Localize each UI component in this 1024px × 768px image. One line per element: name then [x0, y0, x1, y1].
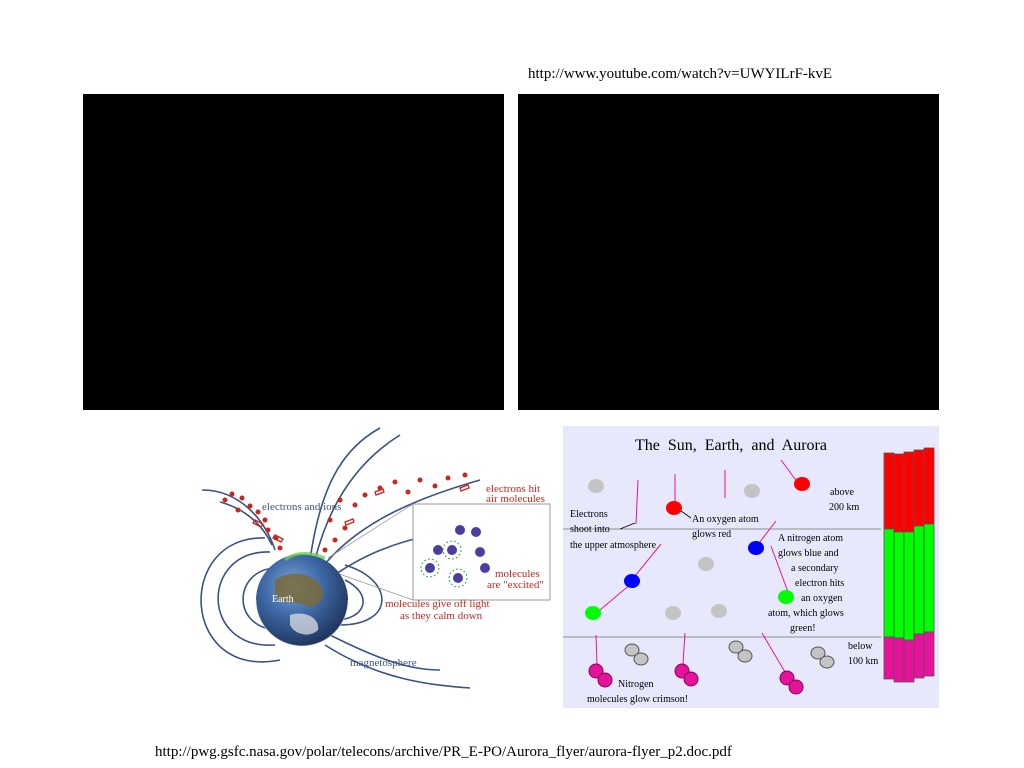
nitrogen-molecules: [588, 663, 804, 695]
label-nitrogen-a2: glows blue and: [778, 548, 839, 559]
label-nitrogen-c2: molecules glow crimson!: [587, 694, 688, 705]
magnetosphere-diagram: electrons and ions electrons hit air mol…: [200, 427, 551, 689]
youtube-link[interactable]: http://www.youtube.com/watch?v=UWYILrF-k…: [528, 66, 833, 82]
oxygen-atom-red: [666, 501, 682, 515]
label-nitrogen-a1: A nitrogen atom: [778, 533, 843, 544]
label-below-2: 100 km: [848, 656, 879, 667]
label-earth: Earth: [272, 594, 294, 605]
label-electrons-ions: electrons and ions: [262, 501, 341, 513]
oxygen-atom-green: [585, 606, 601, 620]
video-embed-right[interactable]: [518, 94, 939, 410]
label-nitrogen-a6: atom, which glows: [768, 608, 844, 619]
aurora-diagram: The Sun, Earth, and Aurora: [563, 426, 939, 708]
label-nitrogen-a3: a secondary: [791, 563, 838, 574]
label-give-off-light-2: as they calm down: [400, 610, 483, 622]
oxygen-atom-green: [778, 590, 794, 604]
label-below-1: below: [848, 641, 873, 652]
nasa-pdf-link[interactable]: http://pwg.gsfc.nasa.gov/polar/telecons/…: [155, 744, 732, 760]
label-give-off-light-1: molecules give off light: [385, 598, 490, 610]
aurora-title: The Sun, Earth, and Aurora: [635, 437, 827, 454]
label-electrons-3: the upper atmosphere: [570, 540, 657, 551]
label-nitrogen-a4: electron hits: [795, 578, 844, 589]
label-electrons-1: Electrons: [570, 509, 608, 520]
label-nitrogen-a7: green!: [790, 623, 816, 634]
label-magnetosphere: magnetosphere: [350, 657, 417, 669]
nitrogen-atom-blue: [748, 541, 764, 555]
oxygen-atom-red: [794, 477, 810, 491]
aurora-panel-bg: [563, 426, 939, 708]
label-oxygen-1: An oxygen atom: [692, 514, 759, 525]
label-above-1: above: [830, 487, 854, 498]
label-electrons-hit-1: electrons hit: [486, 483, 540, 495]
excited-molecules: [420, 525, 490, 588]
arrow-icons: [252, 484, 470, 543]
label-molecules-excited-1: molecules: [495, 568, 540, 580]
label-nitrogen-a5: an oxygen: [801, 593, 842, 604]
video-embed-left[interactable]: [83, 94, 504, 410]
label-electrons-hit-2: air molecules: [486, 493, 545, 505]
label-electrons-2: shoot into: [570, 524, 610, 535]
label-molecules-excited-2: are "excited": [487, 579, 544, 591]
nitrogen-atom-blue: [624, 574, 640, 588]
aurora-color-columns: [883, 447, 935, 683]
label-above-2: 200 km: [829, 502, 860, 513]
label-nitrogen-c1: Nitrogen: [618, 679, 654, 690]
label-oxygen-2: glows red: [692, 529, 731, 540]
neutral-atoms: [588, 479, 835, 669]
